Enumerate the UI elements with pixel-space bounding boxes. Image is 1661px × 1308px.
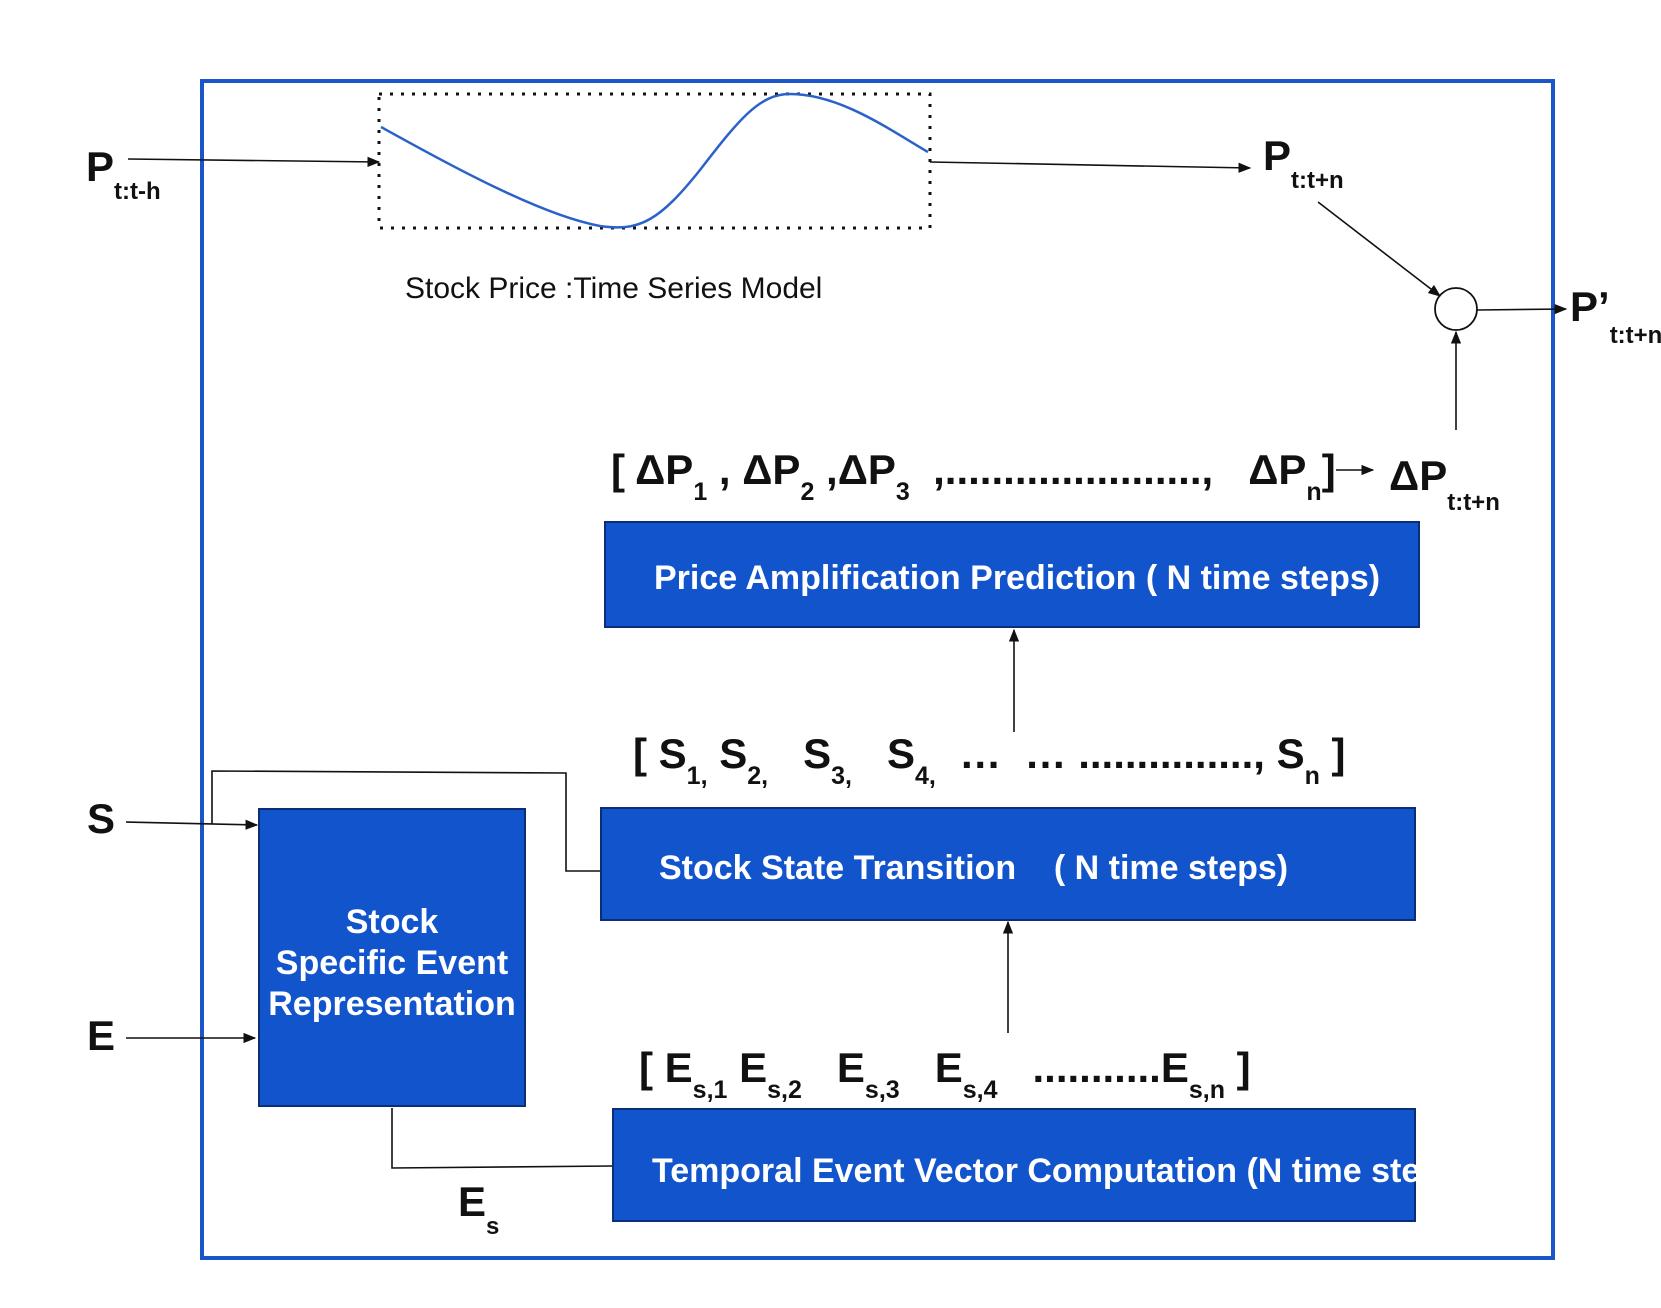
price-curve [380,92,929,229]
sequence-item-sub: s,2 [767,1076,802,1104]
sequence-item-base: E [664,1044,693,1091]
sequence-separator [852,730,887,777]
sequence-item-sub: 3 [895,478,910,506]
delta-price-sub: t:t+n [1447,489,1500,516]
sequence-item-sub: s,3 [864,1076,900,1104]
sequence-separator [900,1044,935,1091]
es-sub: s [486,1213,500,1240]
input-e-label: E [87,1012,116,1059]
pred-price-label: Pt:t+n [1263,135,1344,193]
sequence-item-sub: 1 [693,478,708,506]
final-price-sub: t:t+n [1609,322,1661,349]
event-sequence: [ Es,1 Es,2 Es,3 Es,4 ...........Es,n ] [639,1047,1251,1103]
sequence-item-sub: n [1306,478,1322,506]
state-sequence: [ S1, S2, S3, S4, … … ..............., S… [633,733,1346,789]
sequence-open-bracket: [ [639,1044,665,1091]
pred-price-sub: t:t+n [1291,167,1344,194]
sequence-item-base: S [1276,730,1305,777]
sequence-close-bracket: ] [1321,446,1336,493]
sequence-item-base: E [934,1044,963,1091]
sequence-separator: ,......................, [909,446,1249,493]
sequence-separator [708,730,720,777]
temporal-event-label: Temporal Event Vector Computation (N tim… [652,1152,1472,1190]
sequence-item-sub: 2 [800,478,815,506]
delta-sequence: [ ΔP1 , ΔP2 ,ΔP3 ,......................… [611,449,1336,505]
arrow-combine-out [1476,304,1568,315]
sequence-item-base: ΔP [837,446,896,493]
sequence-item-sub: 1, [686,762,708,790]
sequence-separator: ........... [997,1044,1161,1091]
sequence-item-base: S [658,730,687,777]
sequence-item-base: S [886,730,915,777]
input-s-label: S [87,795,116,842]
sequence-separator: , [707,446,743,493]
delta-price-base: ΔP [1389,452,1448,499]
input-p-hist-base: P [86,143,115,190]
input-p-hist-sub: t:t-h [114,178,161,205]
wire-s-to-state [211,770,603,872]
time-series-box [377,92,932,230]
event-representation-box: Stock Specific Event Representation [258,808,526,1107]
sequence-item-sub: 3, [831,762,852,790]
event-rep-line-1: Stock [345,903,439,941]
sequence-item-base: ΔP [742,446,801,493]
es-base: E [458,1178,487,1225]
final-price-base: P’ [1570,283,1610,330]
sequence-item-base: S [719,730,748,777]
temporal-event-box: Temporal Event Vector Computation (N tim… [612,1108,1471,1222]
sequence-item-sub: s,4 [962,1076,998,1104]
price-prediction-label: Price Amplification Prediction ( N time … [654,559,1381,597]
arrow-pred-to-combine [1317,201,1442,297]
state-transition-box: Stock State Transition ( N time steps) [600,807,1416,921]
final-price-label: P’t:t+n [1570,286,1661,348]
sequence-separator [727,1044,739,1091]
sequence-open-bracket: [ [633,730,659,777]
sequence-item-base: S [803,730,832,777]
price-prediction-box: Price Amplification Prediction ( N time … [604,521,1420,628]
state-transition-label: Stock State Transition ( N time steps) [659,849,1289,887]
sequence-item-base: ΔP [635,446,694,493]
es-label: Es [458,1181,499,1239]
sequence-close-bracket: ] [1319,730,1346,777]
delta-price-label: ΔPt:t+n [1389,455,1500,515]
arrow-p-hist [127,156,381,167]
time-series-caption: Stock Price :Time Series Model [405,272,823,305]
event-rep-line-3: Representation [268,985,516,1023]
sequence-item-base: ΔP [1248,446,1307,493]
sequence-item-base: E [836,1044,865,1091]
sequence-open-bracket: [ [611,446,636,493]
sequence-separator: , [814,446,838,493]
event-rep-line-2: Specific Event [275,944,509,982]
sequence-close-bracket: ] [1225,1044,1251,1091]
wire-es-to-temporal [391,1108,614,1169]
sequence-separator [768,730,803,777]
sequence-separator: … … ..............., [935,730,1277,777]
sequence-item-sub: s,1 [692,1076,728,1104]
sequence-item-sub: 2, [747,762,769,790]
pred-price-base: P [1263,132,1292,179]
sequence-item-sub: n [1304,762,1320,790]
arrow-s-input [125,819,259,830]
sequence-item-base: E [739,1044,768,1091]
combine-node [1434,287,1478,331]
input-p-hist-label: Pt:t-h [86,146,161,204]
outer-frame [200,79,1555,1260]
sequence-item-sub: s,n [1188,1076,1225,1104]
sequence-separator [802,1044,837,1091]
sequence-item-sub: 4, [915,762,936,790]
arrow-ts-output [929,161,1252,173]
sequence-item-base: E [1160,1044,1189,1091]
